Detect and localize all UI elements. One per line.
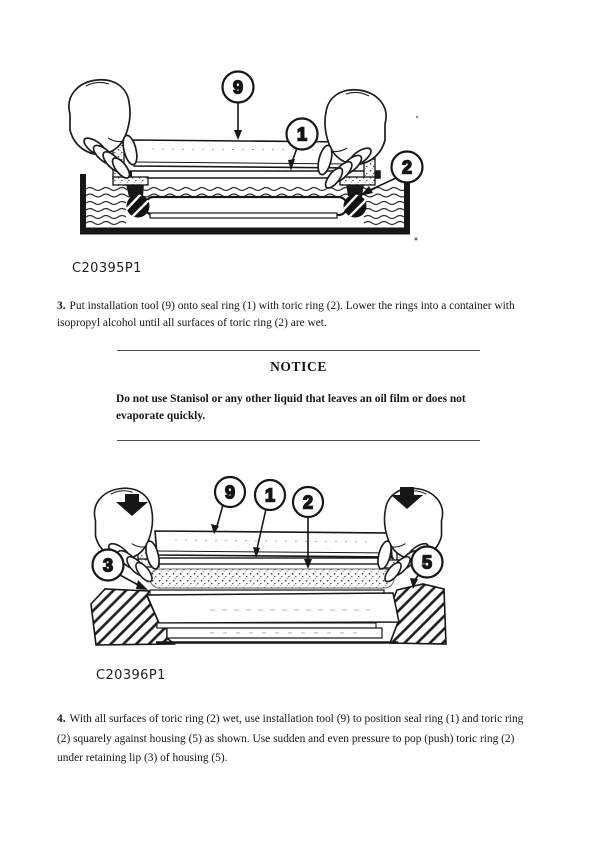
step-4: 4.With all surfaces of toric ring (2) we… [57, 710, 531, 769]
figure-1-caption: C20395P1 [72, 261, 142, 276]
notice-rule-top [117, 350, 480, 351]
step-4-text: With all surfaces of toric ring (2) wet,… [57, 713, 524, 764]
seal-ring-plate [151, 557, 394, 565]
scan-speck [414, 237, 418, 241]
notice-title: NOTICE [270, 359, 327, 374]
seal-ring-body [143, 195, 349, 219]
step-3-number: 3. [57, 300, 66, 312]
step-3-text: Put installation tool (9) onto seal ring… [57, 300, 515, 329]
fig1-callouts: 9 1 2 [221, 70, 424, 196]
fig2-callouts: 9 1 2 3 5 [91, 475, 444, 590]
callout-1: 1 [297, 125, 307, 145]
callout-1: 1 [265, 486, 275, 506]
callout-9: 9 [233, 78, 243, 98]
callout-2: 2 [402, 158, 412, 178]
notice-body: Do not use Stanisol or any other liquid … [116, 393, 466, 422]
scan-speck [415, 115, 419, 119]
toric-ring-right [343, 184, 367, 218]
callout-3: 3 [103, 556, 113, 576]
callout-2: 2 [303, 493, 313, 513]
installation-tool-plate [154, 530, 393, 558]
figure-2-caption: C20396P1 [96, 668, 166, 683]
toric-ring-band [149, 568, 395, 589]
housing-bore [145, 589, 400, 644]
step-3: 3.Put installation tool (9) onto seal ri… [57, 298, 529, 331]
press-down-arrow-right [391, 487, 423, 509]
callout-5: 5 [422, 553, 432, 573]
press-down-arrow-left [116, 494, 148, 516]
step-4-number: 4. [57, 713, 66, 725]
figure-2-illustration: 9 1 2 3 5 [90, 475, 447, 646]
housing-hatched-right [388, 583, 447, 645]
left-hand [68, 78, 141, 182]
callout-9: 9 [225, 483, 235, 503]
notice-rule-bottom [117, 440, 480, 441]
figure-1-illustration: 9 1 2 [68, 70, 424, 241]
toric-ring-left [126, 184, 150, 218]
